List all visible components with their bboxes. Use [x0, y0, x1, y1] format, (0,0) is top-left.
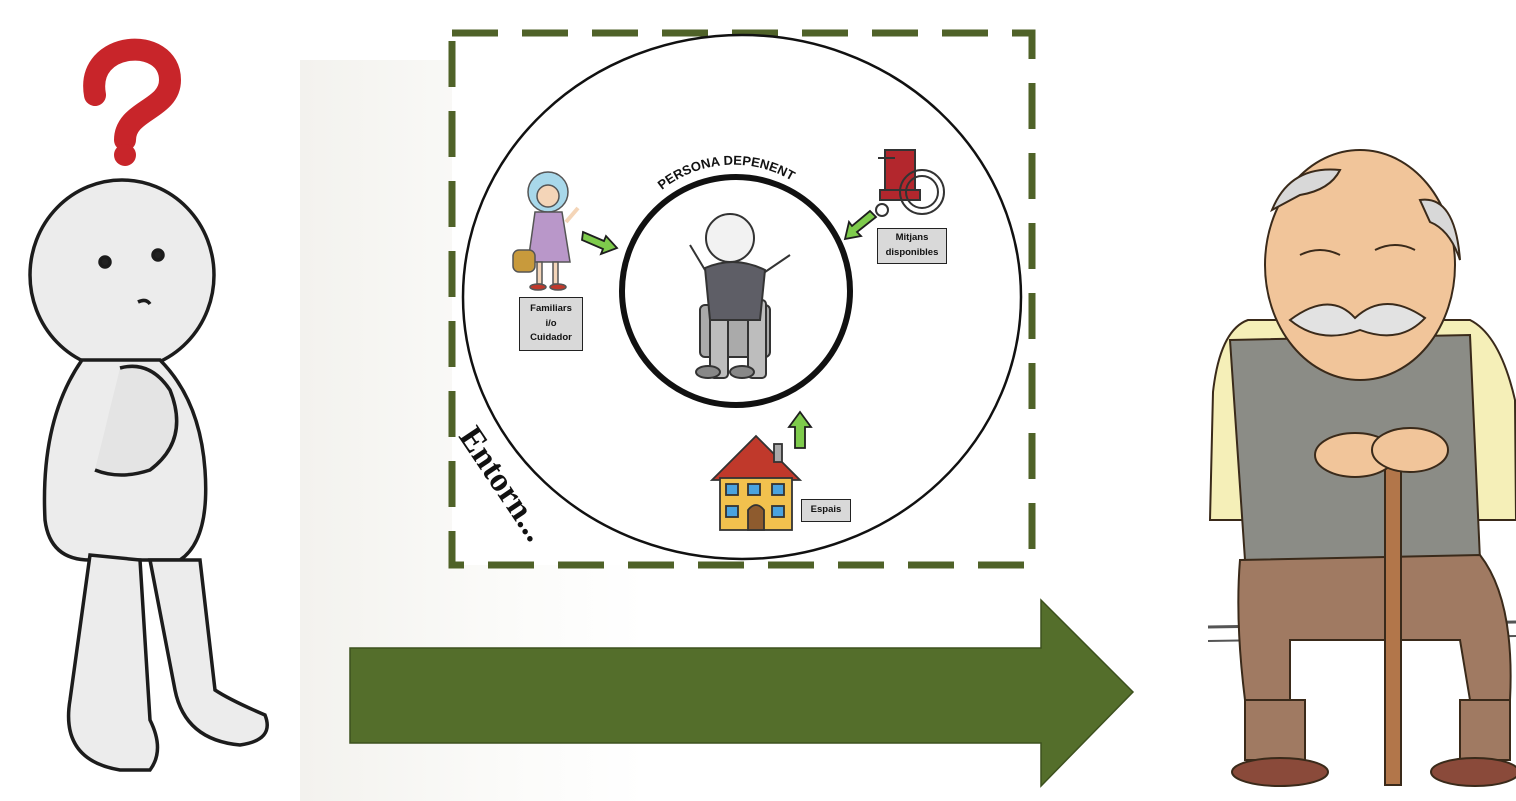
- elder-with-cane-icon: [1207, 149, 1516, 787]
- label-familiars-line-1: Familiars: [530, 302, 572, 314]
- thinking-person-icon: [28, 178, 269, 772]
- seated-elder-icon: [689, 213, 791, 379]
- label-mitjans: Mitjans disponibles: [877, 228, 947, 264]
- arrow-from-house: [787, 410, 813, 449]
- wheelchair-icon: [875, 149, 945, 217]
- house-icon: [709, 434, 803, 531]
- arrow-from-caregiver: [581, 230, 619, 256]
- label-familiars-line-3: Cuidador: [530, 332, 572, 344]
- label-familiars-line-2: i/o: [545, 317, 557, 329]
- small-arrows: [581, 209, 878, 449]
- label-mitjans-line-1: Mitjans: [895, 232, 929, 244]
- arrow-from-wheelchair: [843, 209, 878, 241]
- label-familiars: Familiars i/o Cuidador: [519, 297, 583, 351]
- label-espais-text: Espais: [810, 504, 842, 516]
- label-espais: Espais: [801, 499, 851, 522]
- question-mark-icon: [83, 38, 182, 166]
- caregiver-woman-icon: [512, 171, 580, 291]
- label-mitjans-line-2: disponibles: [885, 247, 939, 258]
